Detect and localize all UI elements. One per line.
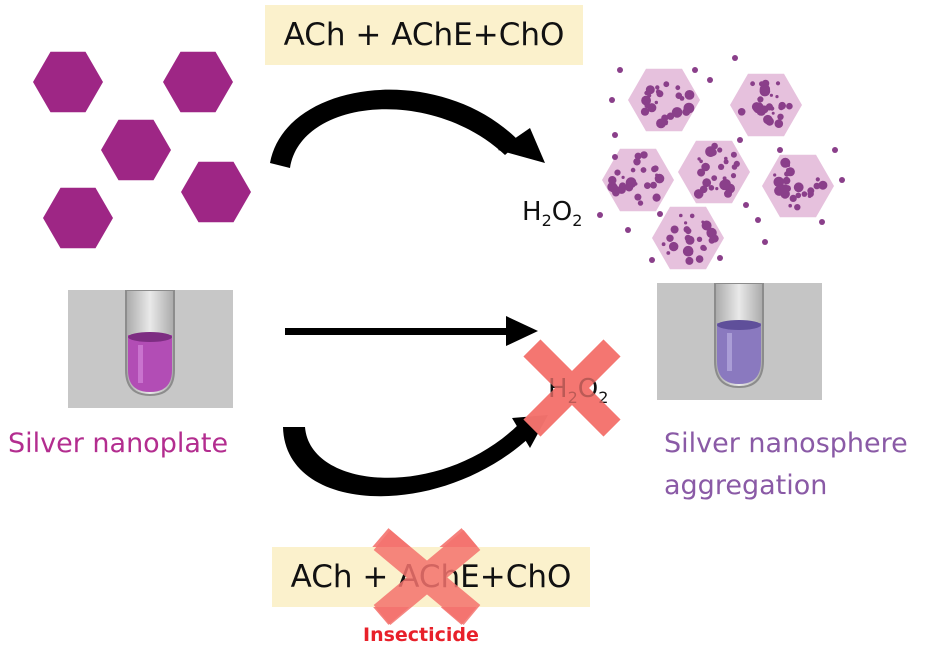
nanosphere-dot xyxy=(612,132,618,138)
nanoplate-hexagon-icon xyxy=(43,187,113,249)
nanosphere-dot xyxy=(762,239,768,245)
nanoplate-hexagon-icon xyxy=(163,51,233,113)
nanosphere-aggregate-icon xyxy=(762,154,834,218)
nanosphere-dot xyxy=(617,67,623,73)
nanosphere-dot xyxy=(743,202,749,208)
nanosphere-dot xyxy=(625,227,631,233)
nanosphere-dot xyxy=(649,257,655,263)
silver-nanosphere-aggregates xyxy=(602,68,834,270)
nanosphere-dot xyxy=(732,55,738,61)
nanosphere-dot xyxy=(755,217,761,223)
silver-nanoplate-hexagons xyxy=(33,51,251,249)
nanoplate-hexagon-icon xyxy=(33,51,103,113)
h2o2-blocked-label: H2O2 xyxy=(548,374,609,407)
nanosphere-aggregate-icon xyxy=(602,148,674,212)
nanosphere-dot xyxy=(777,147,783,153)
nanosphere-dot xyxy=(839,177,845,183)
top-curved-arrow xyxy=(270,89,545,168)
nanosphere-dot xyxy=(717,255,723,261)
nanoplate-hexagon-icon xyxy=(101,119,171,181)
test-tube-photo-nanoplate xyxy=(68,290,233,408)
silver-nanoplate-caption: Silver nanoplate xyxy=(8,428,229,459)
top-reaction-label: ACh + AChE+ChO xyxy=(265,5,583,65)
nanosphere-dot xyxy=(707,77,713,83)
bottom-reaction-label: ACh + AChE+ChO xyxy=(272,547,590,607)
test-tube-photo-aggregation xyxy=(657,283,822,400)
nanosphere-dot xyxy=(612,154,618,160)
bottom-curved-arrow xyxy=(283,415,548,497)
nanosphere-dot xyxy=(832,147,838,153)
nanosphere-dot xyxy=(597,212,603,218)
nanosphere-aggregate-icon xyxy=(652,206,724,270)
insecticide-label: Insecticide xyxy=(363,624,479,646)
nanoplate-hexagon-icon xyxy=(181,161,251,223)
scattered-nanospheres xyxy=(597,55,845,263)
nanosphere-aggregate-icon xyxy=(678,140,750,204)
silver-nanosphere-caption: Silver nanosphere aggregation xyxy=(664,423,908,507)
nanosphere-dot xyxy=(692,67,698,73)
nanosphere-dot xyxy=(609,97,615,103)
middle-straight-arrow xyxy=(285,316,538,346)
nanosphere-dot xyxy=(819,219,825,225)
nanosphere-aggregate-icon xyxy=(628,68,700,132)
caption-line-2: aggregation xyxy=(664,470,828,501)
h2o2-product-label: H2O2 xyxy=(522,197,583,230)
nanosphere-dot xyxy=(737,137,743,143)
caption-line-1: Silver nanosphere xyxy=(664,428,908,459)
nanosphere-dot xyxy=(657,211,663,217)
nanosphere-aggregate-icon xyxy=(730,73,802,137)
